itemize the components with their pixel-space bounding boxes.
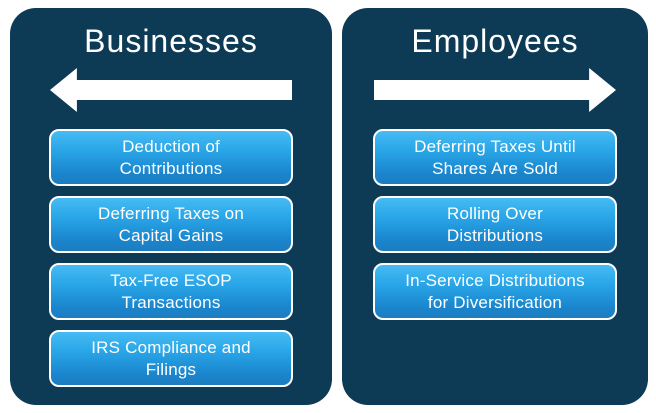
panel-title-businesses: Businesses (84, 23, 258, 59)
benefit-box-label: IRS Compliance and Filings (91, 338, 251, 379)
benefit-box-label: Deferring Taxes on Capital Gains (98, 204, 244, 245)
benefit-box-label: In-Service Distributions for Diversifica… (405, 271, 585, 312)
benefit-box-label: Rolling Over Distributions (446, 204, 544, 245)
panel-title-employees: Employees (411, 23, 579, 59)
left-arrow-icon (50, 65, 292, 115)
benefit-box-deferring-taxes-until-sold: Deferring Taxes Until Shares Are Sold (373, 129, 617, 186)
panel-businesses: Businesses Deduction of Contributions De… (10, 8, 332, 405)
benefit-box-label: Tax-Free ESOP Transactions (110, 271, 232, 312)
benefit-box-in-service-distributions: In-Service Distributions for Diversifica… (373, 263, 617, 320)
businesses-benefit-list: Deduction of Contributions Deferring Tax… (49, 129, 293, 387)
benefit-box-tax-free-esop-transactions: Tax-Free ESOP Transactions (49, 263, 293, 320)
benefit-box-irs-compliance-filings: IRS Compliance and Filings (49, 330, 293, 387)
benefit-box-label: Deduction of Contributions (119, 137, 223, 178)
benefit-box-label: Deferring Taxes Until Shares Are Sold (414, 137, 576, 178)
panel-employees: Employees Deferring Taxes Until Shares A… (342, 8, 648, 405)
right-arrow-icon (374, 65, 616, 115)
employees-benefit-list: Deferring Taxes Until Shares Are Sold Ro… (373, 129, 617, 320)
benefit-box-deferring-taxes-capital-gains: Deferring Taxes on Capital Gains (49, 196, 293, 253)
benefit-box-rolling-over-distributions: Rolling Over Distributions (373, 196, 617, 253)
benefit-box-deduction-of-contributions: Deduction of Contributions (49, 129, 293, 186)
